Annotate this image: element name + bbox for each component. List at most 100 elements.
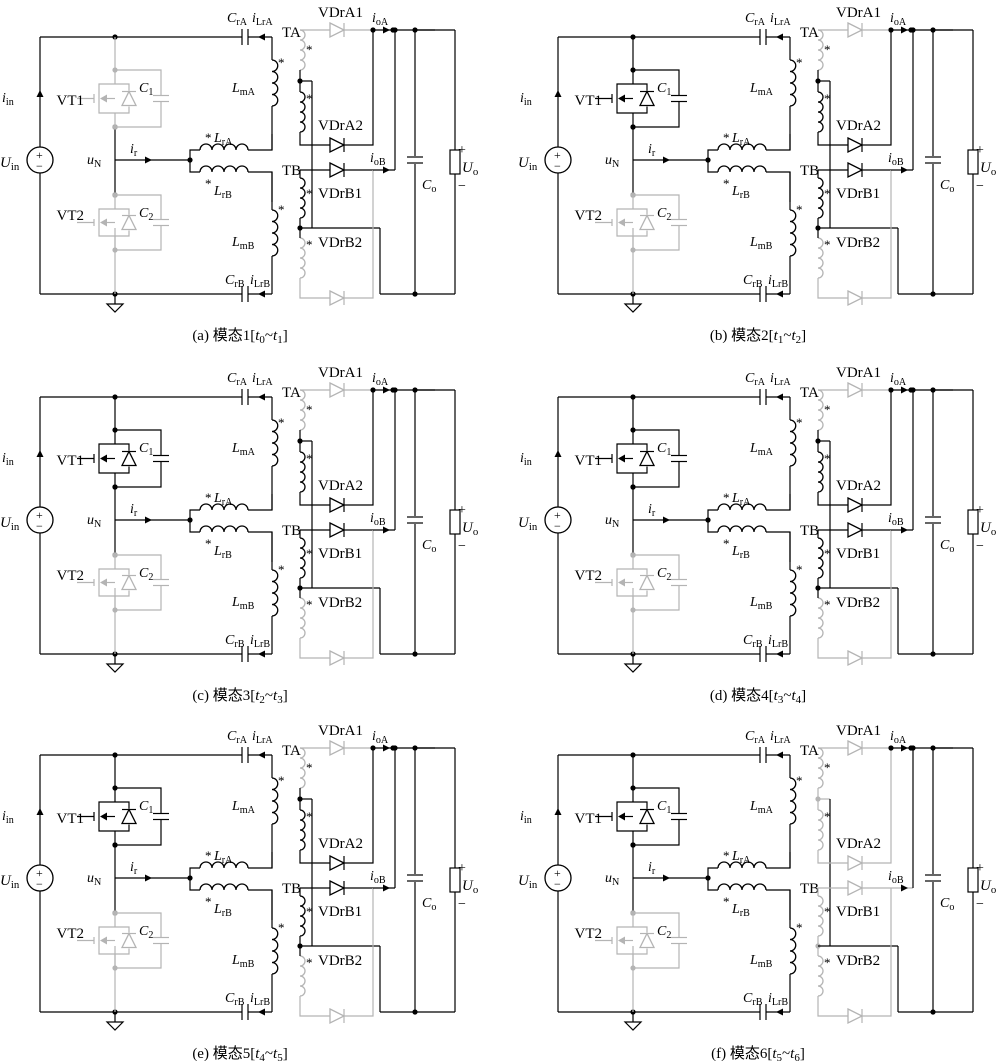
vdrb2-label: VDrB2	[318, 235, 362, 251]
diode-body-icon	[329, 21, 346, 39]
lrb-label: LrB	[731, 902, 750, 919]
lmb-label: LmB	[231, 953, 255, 970]
dot-mark: *	[824, 760, 831, 775]
un-label: uN	[605, 513, 620, 530]
ground-icon	[623, 303, 643, 313]
snubber-capacitor	[671, 454, 687, 463]
junction-dot	[370, 27, 376, 33]
iob-label: ioB	[370, 511, 386, 528]
tb-secondary-coil	[817, 177, 824, 219]
mosfet-arrow-icon	[100, 812, 107, 821]
ilra-label: iLrA	[252, 11, 273, 28]
vdrb2-label: VDrB2	[318, 953, 362, 969]
voltage-source-icon	[26, 506, 54, 534]
wire	[98, 588, 115, 597]
ta-label: TA	[282, 25, 301, 41]
wire	[633, 461, 680, 488]
vt1-label: VT1	[575, 811, 603, 827]
vdra1-diode	[329, 739, 346, 757]
vdrb1-wire	[817, 529, 848, 538]
wire	[115, 225, 162, 251]
lmb-label: LmB	[749, 595, 773, 612]
current-arrow-icon	[258, 393, 265, 401]
ta-secondary-coil	[299, 747, 306, 789]
current-arrow-icon	[36, 90, 44, 97]
lmb-label: LmB	[231, 595, 255, 612]
vdrb1-wire	[817, 887, 848, 896]
tb-label: TB	[800, 881, 819, 897]
vdrb2-diode	[847, 649, 864, 667]
body-diode-icon	[638, 808, 656, 825]
ground-icon	[623, 663, 643, 673]
wire	[115, 926, 130, 933]
ir-label: ir	[648, 860, 656, 877]
dot-mark: *	[306, 91, 313, 106]
lmb-coil	[789, 569, 797, 617]
diode-body-icon	[847, 381, 864, 399]
vdra2-label: VDrA2	[318, 836, 363, 852]
wire	[115, 787, 162, 814]
current-arrow-icon	[554, 808, 562, 815]
ta-secondary-coil	[299, 451, 306, 493]
wire	[633, 194, 680, 220]
vdrb1-wire	[299, 169, 330, 178]
wire	[98, 465, 115, 474]
dot-mark: *	[723, 848, 730, 863]
un-label: uN	[605, 871, 620, 888]
source-minus: −	[36, 877, 43, 891]
crb-label: CrB	[743, 633, 763, 650]
current-arrow-icon	[258, 290, 265, 298]
current-arrow-icon	[663, 156, 670, 164]
wire	[616, 946, 633, 955]
vdra2-diode	[847, 496, 864, 514]
vdra1-label: VDrA1	[318, 723, 363, 739]
snubber-capacitor	[153, 936, 169, 945]
lrb-wire	[766, 171, 791, 202]
dot-mark: *	[824, 42, 831, 57]
voltage-source-icon	[544, 146, 572, 174]
body-diode-icon	[638, 574, 656, 591]
vdra1-diode	[847, 381, 864, 399]
diode-body-icon	[329, 649, 346, 667]
cra-capacitor	[759, 389, 767, 405]
voltage-source-icon	[544, 864, 572, 892]
uo-minus: −	[976, 897, 984, 912]
output-capacitor	[925, 874, 941, 882]
source-plus: +	[36, 508, 43, 522]
lmb-label: LmB	[231, 235, 255, 252]
uo-minus: −	[458, 539, 466, 554]
switch-vt2: C2	[595, 910, 687, 971]
mosfet-arrow-icon	[618, 578, 625, 587]
crb-label: CrB	[225, 273, 245, 290]
dot-mark: *	[796, 920, 803, 935]
wire	[115, 948, 130, 955]
uo-plus: +	[976, 143, 984, 158]
snubber-capacitor	[153, 454, 169, 463]
current-arrow-icon	[776, 33, 783, 41]
ta-secondary-coil	[299, 91, 306, 133]
wire	[115, 819, 162, 846]
vt2-label: VT2	[57, 926, 85, 942]
switch-vt1: C1	[77, 785, 169, 848]
junction-dot	[910, 745, 916, 751]
ilrb-label: iLrB	[250, 273, 270, 290]
capacitor-label: C2	[657, 206, 671, 223]
wire	[633, 466, 648, 474]
vt1-label: VT1	[57, 811, 85, 827]
vdrb2-wire	[817, 278, 848, 299]
lrb-label: LrB	[731, 184, 750, 201]
ta-secondary-coil	[817, 451, 824, 493]
lrb-wire	[248, 531, 273, 562]
source-minus: −	[36, 519, 43, 533]
panel-caption: (e) 模态5[t4~t5]	[192, 1045, 287, 1061]
wire	[98, 228, 115, 237]
cra-label: CrA	[227, 11, 248, 28]
lra-wire	[707, 149, 718, 160]
cra-capacitor	[241, 389, 249, 405]
vdra1-label: VDrA1	[836, 365, 881, 381]
lrb-coil	[717, 525, 767, 533]
cra-label: CrA	[227, 371, 248, 388]
ta-label: TA	[800, 743, 819, 759]
switch-vt1: C1	[595, 427, 687, 490]
